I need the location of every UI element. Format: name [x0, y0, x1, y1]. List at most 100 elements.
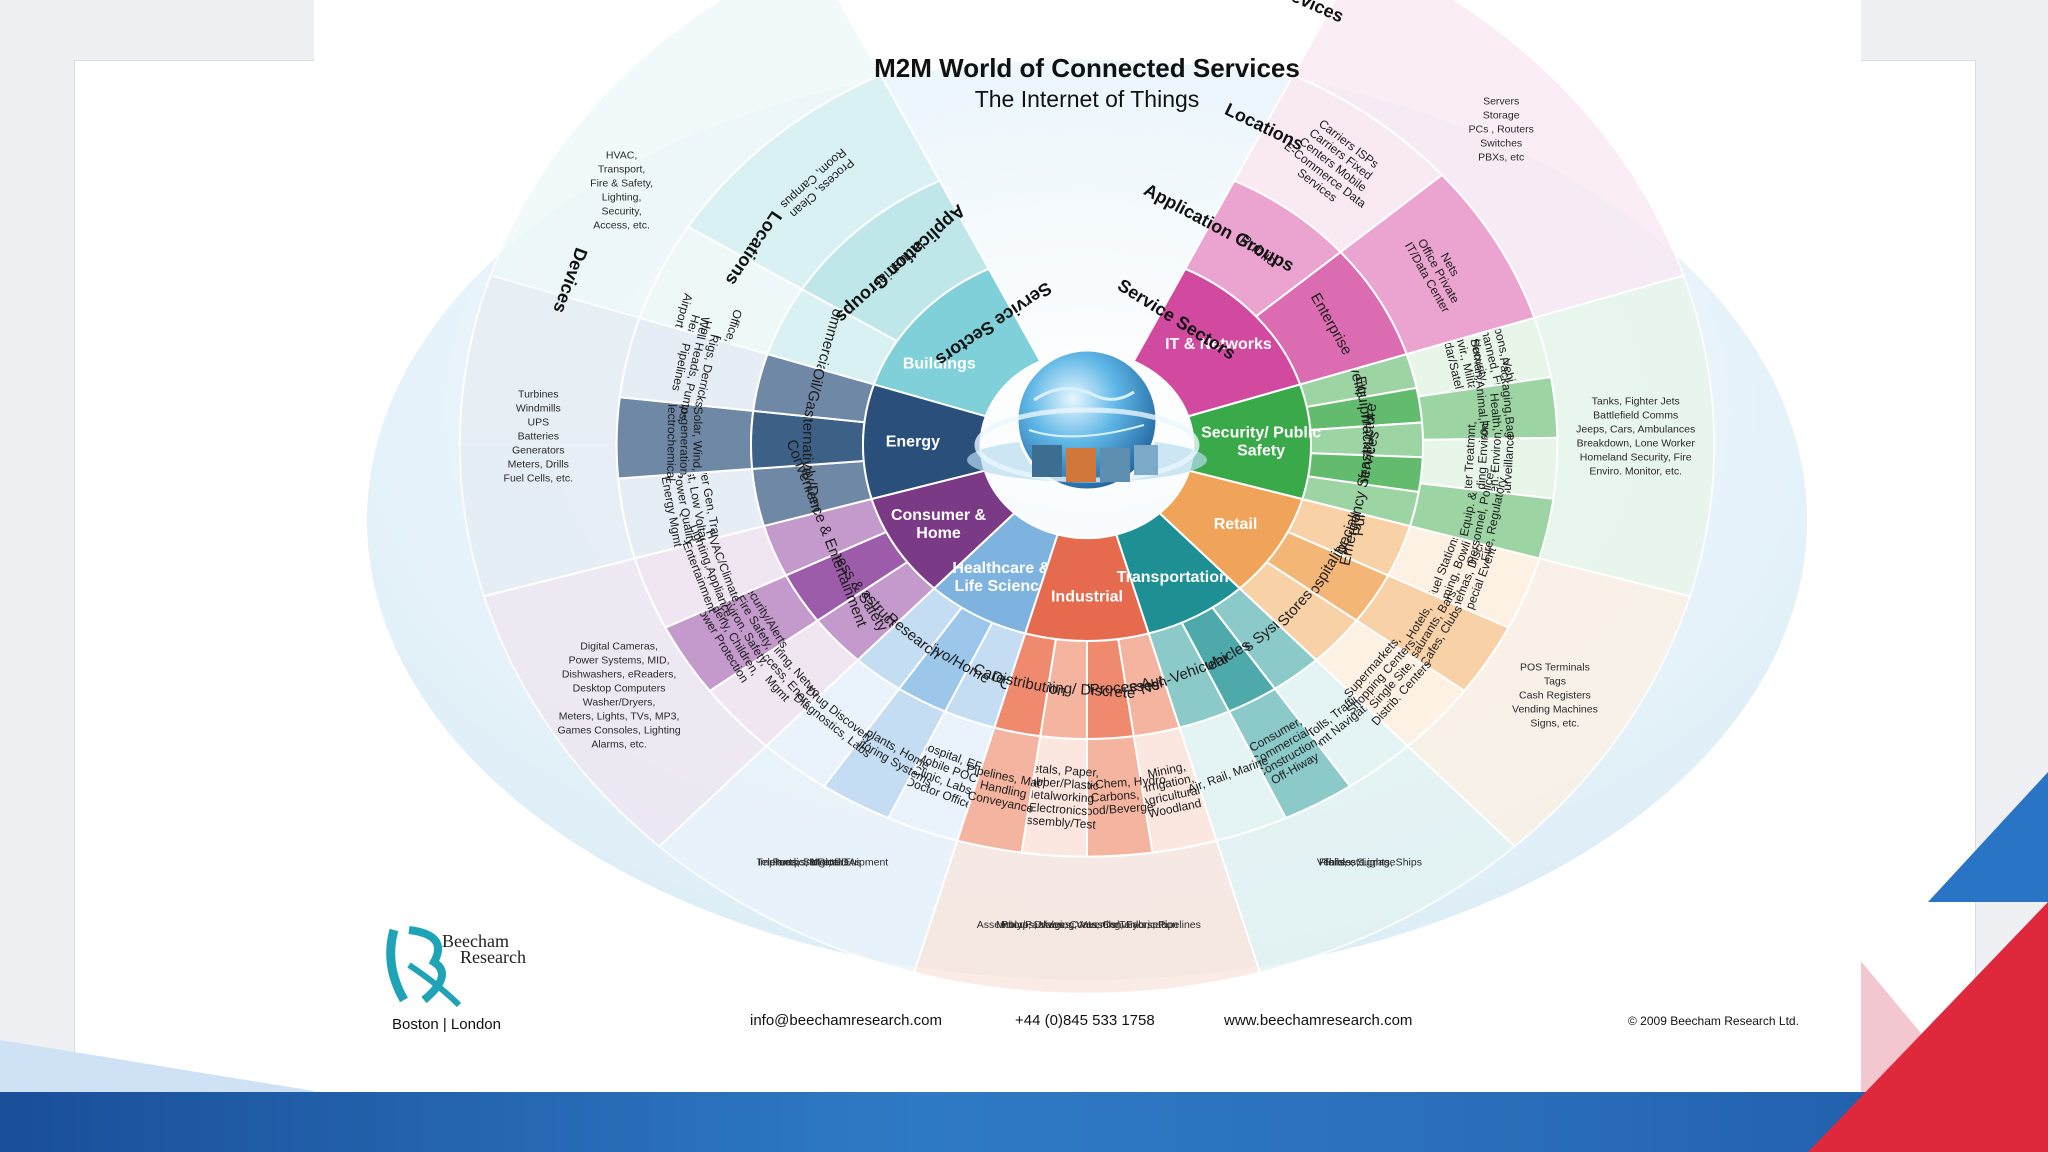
page-subtitle: The Internet of Things — [975, 86, 1200, 112]
device-label: Security, — [602, 205, 642, 217]
device-label: Jeeps, Cars, Ambulances — [1576, 423, 1695, 435]
device-label: Signs, etc. — [1530, 718, 1579, 730]
device-label: Pumps, Montors — [772, 857, 848, 869]
logo-word-research: Research — [460, 947, 526, 967]
location-label: Solar, Wind, — [690, 407, 705, 472]
device-label: Games Consoles, Lighting — [557, 725, 680, 737]
device-label: Motors, Drives, Converting, Fabrication — [996, 919, 1178, 931]
sector-label-transportation: Transportation — [1117, 569, 1229, 586]
sector-label-consumer: Consumer & — [891, 507, 987, 524]
device-label: Servers — [1483, 96, 1519, 108]
sector-label-energy: Energy — [886, 434, 940, 451]
device-label: Washer/Dryers, — [583, 697, 656, 709]
device-label: Desktop Computers — [573, 683, 666, 695]
location-label: Rubber/Plastic — [1020, 773, 1099, 792]
device-label: Vending Machines — [1512, 704, 1598, 716]
location-label: Electrochemical — [664, 396, 679, 481]
iot-wheel-diagram: HVAC, Transport, Fire & Safety, Lighting, Se… — [367, 0, 1807, 1033]
device-label: Meters, Drills — [508, 458, 569, 470]
device-label: Battlefield Comms — [1593, 409, 1678, 421]
device-label: Generators — [512, 444, 565, 456]
device-label: Lighting, — [602, 191, 642, 203]
device-label: Tolls, etc. — [1323, 857, 1367, 869]
device-label: MRI, PDAs — [809, 857, 861, 869]
device-label: Fuel Cells, etc. — [504, 472, 573, 484]
device-label: Power Systems, MID, — [569, 655, 670, 667]
device-label: Tanks, Fighter Jets — [1592, 395, 1680, 407]
sector-label-security: Safety — [1237, 443, 1285, 460]
device-label: Digital Cameras, — [580, 641, 658, 653]
sector-wedge-consumer[interactable] — [870, 469, 1016, 590]
device-label: POS Terminals — [1520, 662, 1590, 674]
device-band-security — [1533, 274, 1716, 598]
footer-website-link[interactable]: www.beechamresearch.com — [1223, 1012, 1412, 1029]
globe-icon — [967, 348, 1207, 492]
sector-wedge-healthcare[interactable] — [932, 511, 1059, 635]
device-label: Storage — [1483, 110, 1520, 122]
sector-label-healthcare: Life Science — [955, 578, 1048, 595]
decor-triangle-left — [0, 1040, 320, 1092]
device-label: Enviro. Monitor, etc. — [1589, 465, 1682, 477]
device-label: Cash Registers — [1519, 690, 1591, 702]
decor-triangle-blue — [1928, 772, 2048, 902]
sector-label-retail: Retail — [1214, 516, 1258, 533]
location-label: Food/Beverge — [1078, 799, 1154, 818]
logo-word-beecham: Beecham — [442, 931, 509, 951]
footer-copyright: © 2009 Beecham Research Ltd. — [1628, 1014, 1799, 1028]
right-devices-header: Devices — [1276, 0, 1346, 26]
devices-ring: HVAC, Transport, Fire & Safety, Lighting, Se… — [458, 0, 1716, 995]
application-groups-ring: Commercial/ InstitutionalIndustrialSuppl… — [749, 179, 1424, 741]
location-label: Surveillance — [1499, 433, 1517, 499]
location-label: Building Environ, — [1473, 419, 1492, 510]
location-label: Carbons, — [1090, 787, 1140, 804]
sector-wedge-transportation[interactable] — [1115, 511, 1242, 635]
location-label: Gen. Environ, — [1486, 428, 1504, 502]
device-label: Pumps, Valves, Vats, Conveyors, Pipeline… — [1001, 919, 1201, 931]
sector-wedge-security[interactable] — [1186, 383, 1312, 501]
device-label: Assembly/Packaging, Vessels/Tanks, etc. — [977, 919, 1170, 931]
sector-label-consumer: Home — [916, 525, 961, 542]
footer-phone: +44 (0)845 533 1758 — [1015, 1012, 1155, 1029]
page-title: M2M World of Connected Services — [874, 53, 1300, 83]
sector-wedge-retail[interactable] — [1158, 469, 1304, 590]
sector-label-it: IT & Networks — [1165, 336, 1272, 353]
device-label: Access, etc. — [593, 219, 650, 231]
application-group-label: Alternative — [798, 405, 816, 476]
footer-cities: Boston | London — [392, 1016, 501, 1033]
device-label: HVAC, — [606, 149, 637, 161]
sector-wedge-it[interactable] — [1132, 267, 1302, 418]
device-label: Vehicles, Lights, Ships — [1317, 857, 1422, 869]
device-label: Homeland Security, Fire — [1580, 451, 1692, 463]
device-label: Tags — [1544, 676, 1566, 688]
location-label: Electronics — [1028, 800, 1088, 818]
location-label: Metals, Paper, — [1022, 761, 1100, 780]
device-label: PBXs, etc — [1478, 152, 1524, 164]
sector-label-industrial: Industrial — [1051, 589, 1123, 606]
device-label: Alarms, etc. — [591, 739, 646, 751]
device-label: Implants, Surgical Euipment — [757, 857, 888, 869]
device-label: Switches — [1480, 138, 1522, 150]
sector-label-buildings: Buildings — [903, 355, 976, 372]
location-label: Health, — [1487, 392, 1504, 431]
device-label: Dishwashers, eReaders, — [562, 669, 676, 681]
device-label: PCs , Routers — [1469, 124, 1534, 136]
bottom-decor-band — [0, 1092, 2048, 1152]
device-label: UPS — [527, 416, 549, 428]
location-label: Co-generation, — [677, 399, 692, 479]
device-label: Transport, — [598, 163, 645, 175]
device-label: Planes, Signage — [1319, 857, 1396, 869]
sector-wedge-industrial[interactable] — [1023, 533, 1151, 642]
device-label: Fire & Safety, — [590, 177, 653, 189]
footer-email-link[interactable]: info@beechamresearch.com — [750, 1012, 942, 1029]
locations-ring: Office, Education,Retail,Hospitality,Hea… — [615, 73, 1559, 858]
device-label: Batteries — [518, 430, 559, 442]
sector-label-healthcare: Healthcare & — [952, 560, 1050, 577]
device-label: Telemedicine, etc. — [756, 857, 840, 869]
sector-label-security: Security/ Public — [1201, 425, 1321, 442]
device-band-industrial — [912, 839, 1262, 995]
location-label: Assembly/Test — [1018, 812, 1097, 831]
location-label: Metalworking — [1023, 787, 1095, 806]
device-label: Windmills — [516, 402, 561, 414]
beecham-logo: Beecham Research — [386, 926, 526, 1008]
